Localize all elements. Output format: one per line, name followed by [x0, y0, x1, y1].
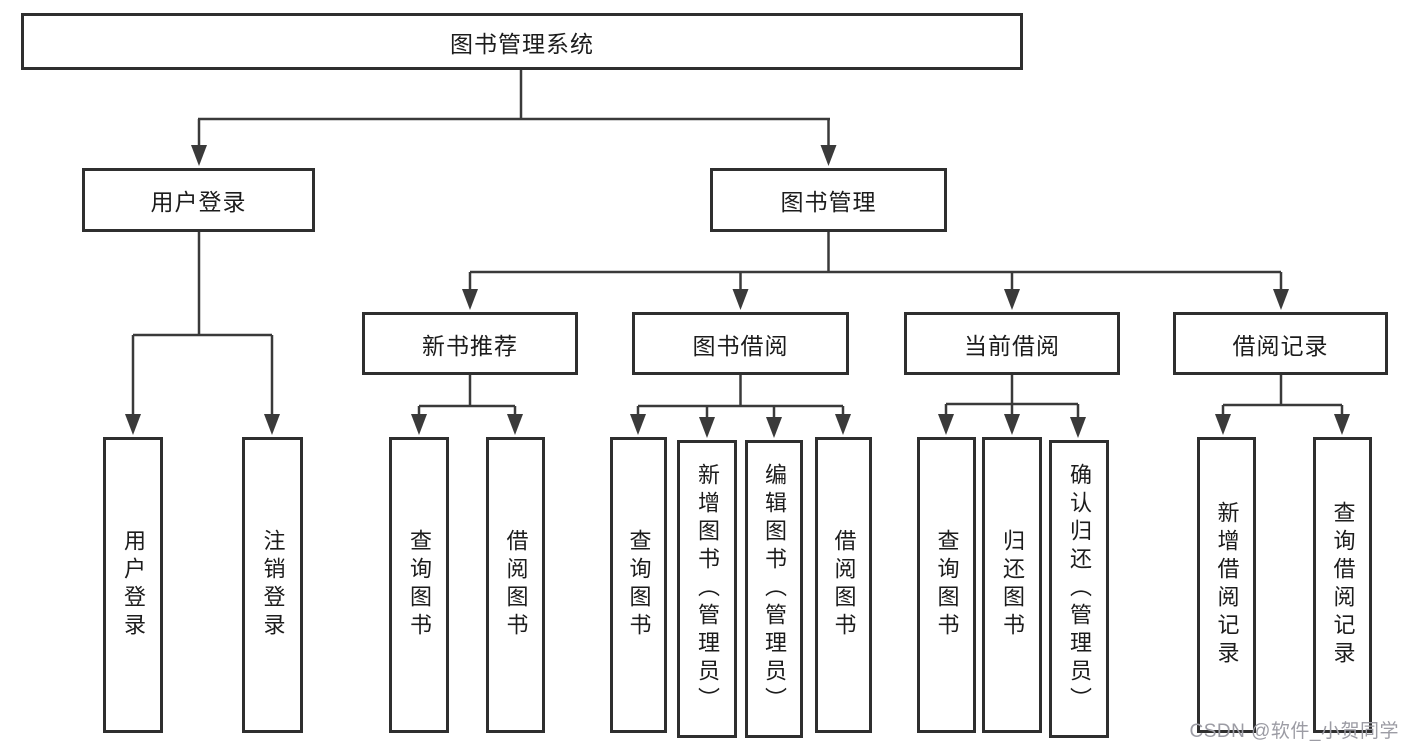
leaf-borrowing-add-books-admin: 新增图书（管理员） [677, 440, 737, 738]
node-label: 图书管理 [780, 189, 877, 215]
leaf-borrowing-borrow-books: 借阅图书 [815, 437, 872, 733]
leaf-current-confirm-return-admin: 确认归还（管理员） [1049, 440, 1109, 738]
leaf-label: 确认归还（管理员） [1067, 463, 1092, 715]
leaf-label: 新增借阅记录 [1214, 501, 1240, 669]
leaf-current-query-books: 查询图书 [917, 437, 976, 733]
leaf-recommend-query-books: 查询图书 [389, 437, 449, 733]
leaf-label: 查询图书 [407, 529, 432, 641]
leaf-borrowing-edit-books-admin: 编辑图书（管理员） [745, 440, 803, 738]
node-new-book-recommend: 新书推荐 [362, 312, 578, 375]
leaf-borrowing-query-books: 查询图书 [610, 437, 667, 733]
leaf-current-return-books: 归还图书 [982, 437, 1042, 733]
node-root-library-system: 图书管理系统 [21, 13, 1023, 70]
leaf-label: 查询图书 [626, 529, 652, 641]
node-label: 当前借阅 [964, 332, 1060, 359]
leaf-label: 借阅图书 [831, 529, 857, 641]
csdn-watermark: CSDN @软件_小贺同学 [1189, 721, 1399, 742]
node-book-management: 图书管理 [710, 168, 947, 232]
leaf-label: 用户登录 [121, 529, 146, 641]
node-label: 新书推荐 [422, 332, 518, 359]
leaf-label: 新增图书（管理员） [695, 463, 720, 715]
leaf-label: 注销登录 [260, 529, 286, 641]
leaf-label: 编辑图书（管理员） [762, 463, 787, 715]
node-borrowing-records: 借阅记录 [1173, 312, 1388, 375]
node-label: 图书借阅 [692, 332, 789, 359]
node-book-borrowing: 图书借阅 [632, 312, 849, 375]
leaf-records-query-record: 查询借阅记录 [1313, 437, 1372, 733]
leaf-logout: 注销登录 [242, 437, 303, 733]
node-label: 图书管理系统 [450, 30, 594, 57]
leaf-label: 查询借阅记录 [1330, 501, 1356, 669]
node-user-login: 用户登录 [82, 168, 315, 232]
leaf-records-add-record: 新增借阅记录 [1197, 437, 1256, 733]
node-label: 借阅记录 [1232, 332, 1329, 359]
leaf-user-login: 用户登录 [103, 437, 163, 733]
node-current-borrowing: 当前借阅 [904, 312, 1120, 375]
leaf-label: 借阅图书 [503, 529, 529, 641]
node-label: 用户登录 [150, 189, 247, 215]
leaf-recommend-borrow-books: 借阅图书 [486, 437, 545, 733]
leaf-label: 归还图书 [1000, 529, 1025, 641]
leaf-label: 查询图书 [934, 529, 960, 641]
